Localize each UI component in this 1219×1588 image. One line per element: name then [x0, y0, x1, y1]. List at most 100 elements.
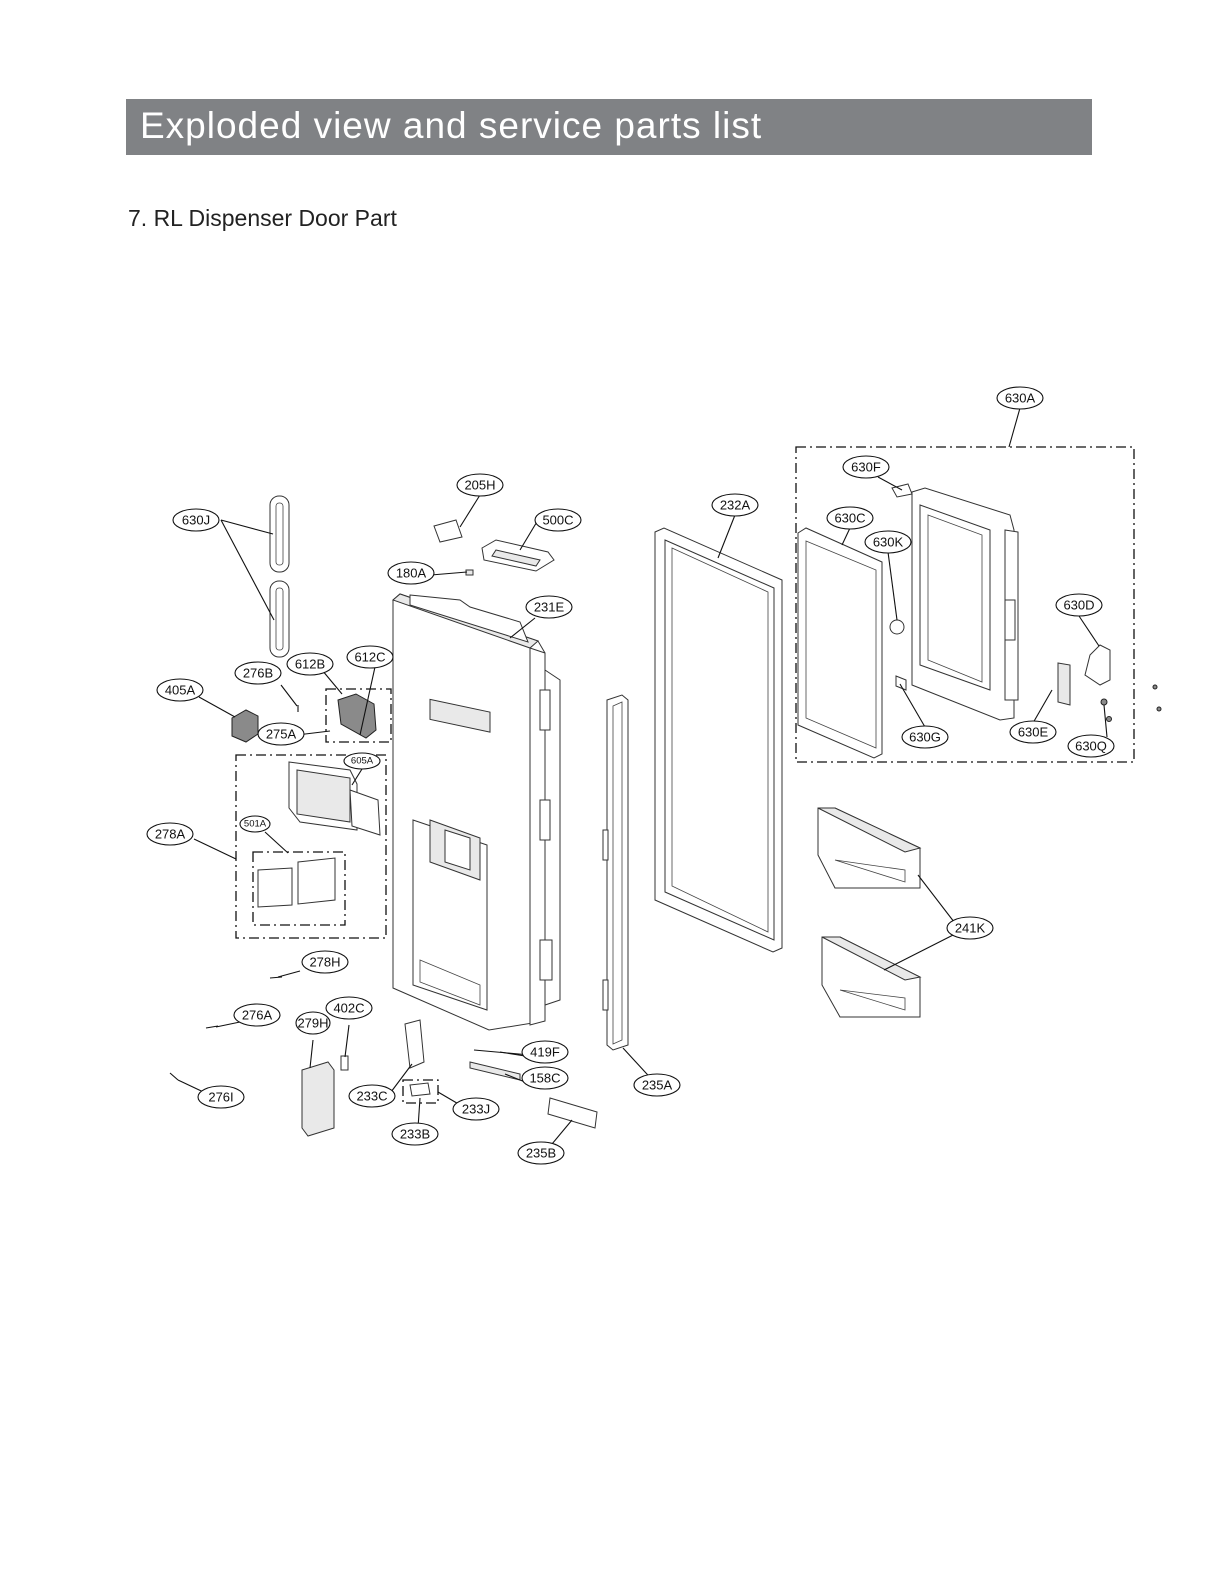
part-180A: [465, 569, 474, 576]
svg-text:205H: 205H: [464, 478, 495, 493]
callout-630G: 630G: [901, 725, 949, 749]
svg-text:402C: 402C: [333, 1001, 364, 1016]
part-630G: [895, 675, 907, 691]
svg-text:275A: 275A: [266, 727, 297, 742]
group-630A-box: [795, 446, 1135, 763]
svg-text:630E: 630E: [1018, 725, 1049, 740]
callout-233C: 233C: [348, 1084, 396, 1108]
svg-text:180A: 180A: [396, 566, 427, 581]
svg-text:235B: 235B: [526, 1146, 556, 1161]
section-title: 7. RL Dispenser Door Part: [128, 205, 397, 231]
callout-605A: 605A: [343, 752, 381, 770]
callout-275A: 275A: [257, 722, 305, 746]
part-501A-board: [297, 857, 336, 905]
svg-text:233B: 233B: [400, 1127, 430, 1142]
part-276I: [169, 1072, 179, 1081]
part-235B: [547, 1097, 598, 1129]
svg-text:276B: 276B: [243, 666, 273, 681]
svg-text:612C: 612C: [354, 650, 385, 665]
svg-text:630A: 630A: [1005, 391, 1036, 406]
callout-630F: 630F: [842, 455, 890, 479]
group-233B-box: [402, 1079, 439, 1104]
callout-276I: 276I: [197, 1085, 245, 1109]
part-630D: [1084, 644, 1111, 686]
part-605A-lever: [349, 789, 381, 836]
callout-630J: 630J: [172, 508, 220, 532]
door-frame-part: [602, 694, 629, 1051]
callout-405A: 405A: [156, 678, 204, 702]
door-bin-upper-part: [817, 807, 922, 889]
svg-text:278H: 278H: [309, 955, 340, 970]
svg-text:630G: 630G: [909, 730, 941, 745]
svg-text:630Q: 630Q: [1075, 739, 1107, 754]
mini-door-gasket-part: [797, 527, 883, 759]
part-630Q: [1100, 698, 1108, 706]
group-612-box: [325, 688, 392, 743]
page-title: Exploded view and service parts list: [140, 105, 763, 146]
part-605A-cover: [296, 769, 351, 823]
door-bin-lower-part: [821, 936, 922, 1018]
svg-text:276I: 276I: [208, 1090, 233, 1105]
group-501A-box: [252, 851, 346, 926]
part-278H: [269, 976, 283, 979]
svg-text:232A: 232A: [720, 498, 751, 513]
callout-235B: 235B: [517, 1141, 565, 1165]
svg-text:276A: 276A: [242, 1008, 273, 1023]
svg-text:630J: 630J: [182, 513, 210, 528]
callout-630Q: 630Q: [1067, 734, 1115, 758]
group-278A-box: [235, 754, 387, 939]
part-405A: [231, 709, 259, 743]
callout-630A: 630A: [996, 386, 1044, 410]
svg-text:233J: 233J: [462, 1102, 490, 1117]
svg-text:630D: 630D: [1063, 598, 1094, 613]
mini-door-part: [911, 487, 1019, 721]
svg-text:241K: 241K: [955, 921, 986, 936]
svg-text:630C: 630C: [834, 511, 865, 526]
svg-text:500C: 500C: [542, 513, 573, 528]
callout-158C: 158C: [521, 1066, 569, 1090]
callout-276A: 276A: [233, 1003, 281, 1027]
svg-text:158C: 158C: [529, 1071, 560, 1086]
callout-235A: 235A: [633, 1073, 681, 1097]
door-gasket-part: [654, 527, 783, 953]
callout-279H: 279H: [295, 1011, 331, 1035]
rail-lower-part: [269, 580, 290, 658]
callout-276B: 276B: [234, 661, 282, 685]
dispenser-door-part: [392, 593, 561, 1031]
callout-501A: 501A: [239, 815, 271, 833]
callout-500C: 500C: [534, 508, 582, 532]
leader-lines: [177, 407, 1108, 1151]
callout-630K: 630K: [864, 530, 912, 554]
screw-icon: [1106, 716, 1112, 722]
part-500C-insert: [491, 549, 541, 567]
svg-text:612B: 612B: [295, 657, 325, 672]
callout-630C: 630C: [826, 506, 874, 530]
callout-278A: 278A: [146, 822, 194, 846]
callout-612C: 612C: [346, 645, 394, 669]
part-630K: [889, 619, 905, 635]
svg-text:419F: 419F: [530, 1045, 560, 1060]
svg-text:279H: 279H: [297, 1016, 328, 1031]
svg-text:231E: 231E: [534, 600, 565, 615]
svg-text:405A: 405A: [165, 683, 196, 698]
callout-232A: 232A: [711, 493, 759, 517]
callout-630E: 630E: [1009, 720, 1057, 744]
callout-419F: 419F: [521, 1040, 569, 1064]
part-233C: [404, 1019, 425, 1069]
svg-text:278A: 278A: [155, 827, 186, 842]
callout-180A: 180A: [387, 561, 435, 585]
part-233B: [409, 1082, 431, 1097]
rail-upper-part: [269, 495, 290, 573]
callout-205H: 205H: [456, 473, 504, 497]
callout-241K: 241K: [946, 916, 994, 940]
callout-612B: 612B: [286, 652, 334, 676]
part-501A-panel: [257, 867, 293, 908]
part-402C: [340, 1055, 349, 1071]
svg-text:235A: 235A: [642, 1078, 673, 1093]
svg-text:233C: 233C: [356, 1089, 387, 1104]
part-612B: [337, 693, 377, 739]
callout-233J: 233J: [452, 1097, 500, 1121]
callout-231E: 231E: [525, 595, 573, 619]
callout-278H: 278H: [301, 950, 349, 974]
